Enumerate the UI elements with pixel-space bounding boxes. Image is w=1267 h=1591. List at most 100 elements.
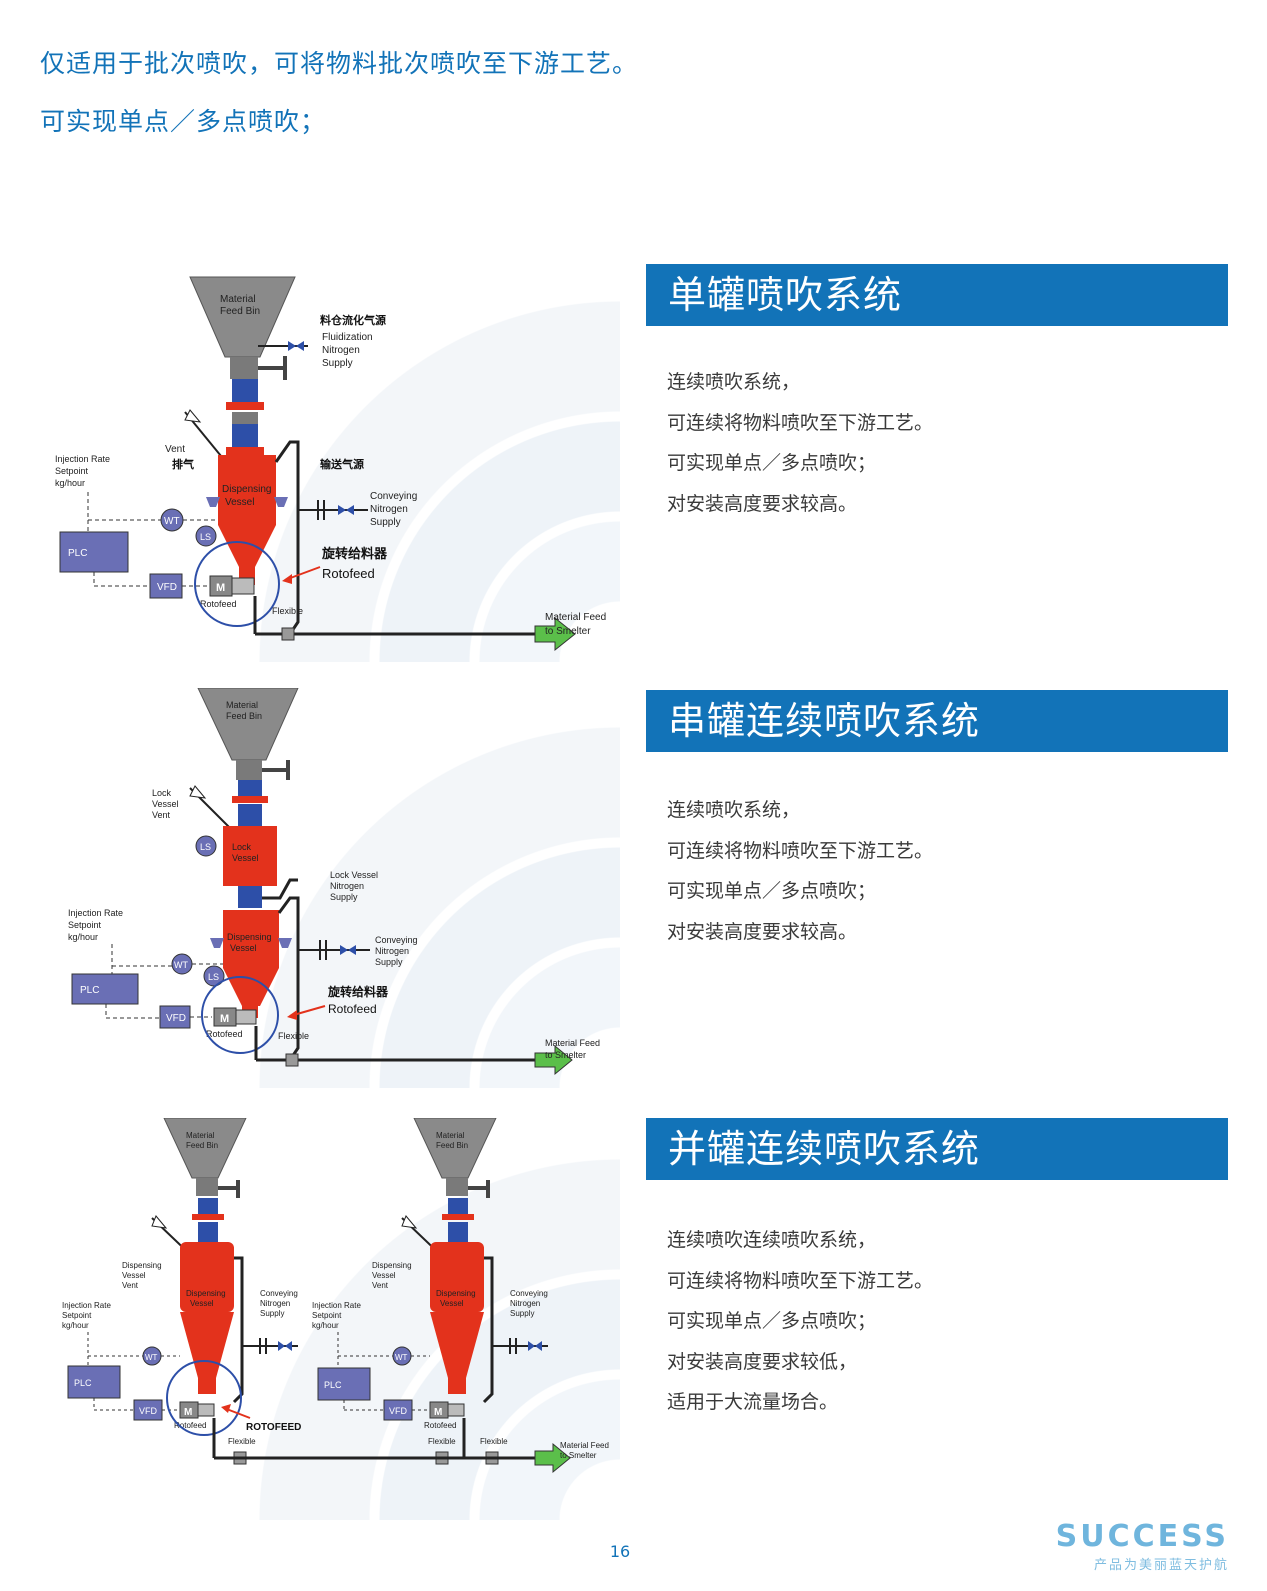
desc-line: 可实现单点／多点喷吹； — [667, 452, 877, 474]
dvent-left-2: Vessel — [122, 1271, 146, 1280]
right-unit: Material Feed Bin Dispensing Vessel Vent… — [312, 1118, 548, 1465]
locknitro-2: Nitrogen — [330, 881, 364, 891]
motor-left: M — [184, 1407, 192, 1418]
inj-left-2: Setpoint — [62, 1311, 92, 1320]
bin-label-2: Feed Bin — [220, 306, 260, 317]
vessel-label-2: Vessel — [230, 943, 257, 953]
feed-label-2: to Smelter — [560, 1451, 597, 1460]
motor-label: M — [220, 1013, 229, 1025]
intro-line-1: 仅适用于批次喷吹，可将物料批次喷吹至下游工艺。 — [40, 49, 639, 78]
plc-label: PLC — [68, 548, 87, 559]
bin-label-2: Feed Bin — [226, 711, 262, 721]
convey-label-1: Conveying — [370, 491, 417, 502]
feed-arrow — [534, 1044, 573, 1076]
vent-cn: 排气 — [172, 457, 194, 471]
wt-label: WT — [174, 960, 188, 970]
rotofeed-small-right: Rotofeed — [424, 1421, 456, 1430]
inj-right-1: Injection Rate — [312, 1301, 361, 1310]
inj-left-1: Injection Rate — [62, 1301, 111, 1310]
rotofeed-small: Rotofeed — [206, 1029, 243, 1039]
vessel-label-1: Dispensing — [222, 484, 271, 495]
plc-left: PLC — [74, 1378, 92, 1388]
desc-line: 可连续将物料喷吹至下游工艺。 — [667, 411, 934, 434]
plc-right: PLC — [324, 1380, 342, 1390]
bin-label-1: Material — [226, 700, 258, 710]
plc-box — [59, 531, 129, 573]
convey-right-3: Supply — [510, 1309, 534, 1318]
locknitro-1: Lock Vessel — [330, 870, 378, 880]
desc-line: 连续喷吹系统， — [667, 371, 801, 393]
plc-box — [71, 973, 139, 1005]
dvent-left-1: Dispensing — [122, 1261, 162, 1270]
inj-right-2: Setpoint — [312, 1311, 342, 1320]
fluidization-valve — [258, 341, 308, 351]
section-title-serial: 串罐连续喷吹系统 — [646, 690, 1228, 752]
dispensing-vessel: Dispensing Vessel — [206, 455, 288, 585]
brand-logo: SUCCESS 产品为美丽蓝天护航 — [1056, 1522, 1229, 1574]
dvent-right-3: Vent — [372, 1281, 389, 1290]
injection-label-1: Injection Rate — [55, 454, 110, 464]
wt-right: WT — [395, 1353, 408, 1362]
feed-arrow — [534, 1442, 571, 1474]
convey-left-2: Nitrogen — [260, 1299, 290, 1308]
flexible-label: Flexible — [278, 1031, 309, 1041]
lockvent-3: Vent — [152, 810, 171, 820]
fluidization-cn: 料仓流化气源 — [320, 313, 386, 327]
desc-line: 可实现单点／多点喷吹； — [667, 880, 877, 902]
vfd-label: VFD — [157, 582, 177, 593]
intro-line-2: 可实现单点／多点喷吹； — [40, 107, 327, 136]
rotofeed-cn: 旋转给料器 — [327, 984, 389, 999]
lockvessel-1: Lock — [232, 842, 252, 852]
rotofeed-highlight-circle — [166, 1360, 242, 1436]
dvent-right-1: Dispensing — [372, 1261, 412, 1270]
convey-label-2: Nitrogen — [375, 946, 409, 956]
page-number: 16 — [609, 1542, 631, 1561]
bin-left-2: Feed Bin — [186, 1141, 218, 1150]
ls-label: LS — [200, 532, 211, 542]
section-desc-serial: 连续喷吹系统， 可连续将物料喷吹至下游工艺。 可实现单点／多点喷吹； 对安装高度… — [667, 790, 933, 952]
rotofeed-small: Rotofeed — [200, 599, 237, 609]
vfd-label: VFD — [166, 1013, 186, 1024]
convey-label-3: Supply — [370, 517, 401, 528]
convey-right-2: Nitrogen — [510, 1299, 540, 1308]
section-title-parallel: 并罐连续喷吹系统 — [646, 1118, 1228, 1180]
convey-right-1: Conveying — [510, 1289, 548, 1298]
diagram-parallel-vessels: Material Feed Bin Dispensing Vessel Vent… — [40, 1118, 620, 1520]
feed-arrow — [534, 616, 576, 652]
lockvessel-2: Vessel — [232, 853, 259, 863]
vessel-label-2: Vessel — [225, 497, 254, 508]
inj-right-3: kg/hour — [312, 1321, 339, 1330]
vessel-left-1: Dispensing — [186, 1289, 226, 1298]
fluid-label-1: Fluidization — [322, 332, 373, 343]
material-feed-bin: Material Feed Bin — [189, 276, 296, 380]
desc-line: 可实现单点／多点喷吹； — [667, 1310, 877, 1332]
lockvent-2: Vessel — [152, 799, 179, 809]
inj-left-3: kg/hour — [62, 1321, 89, 1330]
vfd-right: VFD — [389, 1406, 408, 1416]
convey-left-3: Supply — [260, 1309, 284, 1318]
desc-line: 对安装高度要求较高。 — [667, 492, 858, 515]
locknitro-3: Supply — [330, 892, 358, 902]
motor-right: M — [434, 1407, 442, 1418]
rotofeed-label: Rotofeed — [328, 1002, 377, 1016]
plc-label: PLC — [80, 985, 99, 996]
flexible-right-2: Flexible — [480, 1437, 508, 1446]
convey-label-3: Supply — [375, 957, 403, 967]
rotofeed-label: ROTOFEED — [246, 1422, 301, 1433]
vent-label: Vent — [165, 444, 185, 455]
desc-line: 对安装高度要求较高。 — [667, 920, 858, 943]
desc-line: 可连续将物料喷吹至下游工艺。 — [667, 839, 934, 862]
upper-valves — [226, 379, 264, 455]
convey-left-1: Conveying — [260, 1289, 298, 1298]
flexible-right-1: Flexible — [428, 1437, 456, 1446]
left-unit: Material Feed Bin Dispensing Vessel Vent… — [62, 1118, 301, 1465]
bin-label-1: Material — [220, 294, 256, 305]
logo-slogan: 产品为美丽蓝天护航 — [1093, 1558, 1229, 1573]
injection-label-2: Setpoint — [68, 920, 102, 930]
flexible-left: Flexible — [228, 1437, 256, 1446]
feed-label-2: to Smelter — [545, 1050, 586, 1060]
vessel-label-1: Dispensing — [227, 932, 272, 942]
rotofeed-label: Rotofeed — [322, 566, 375, 581]
rotofeed-highlight-circle — [201, 976, 279, 1054]
vfd-box — [149, 573, 183, 599]
